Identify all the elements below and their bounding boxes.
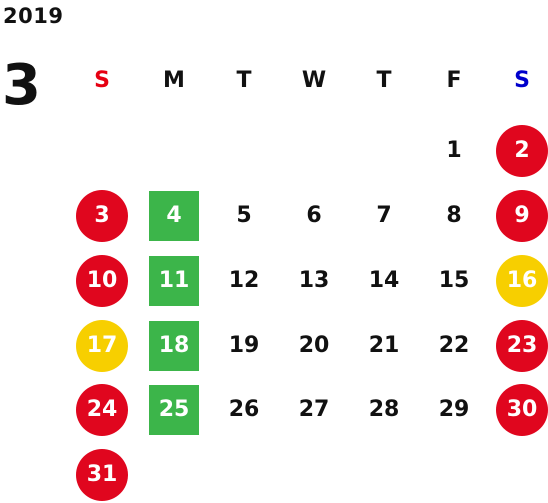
weekday-header-fri: F <box>446 68 462 93</box>
day-cell-20: 20 <box>298 333 330 358</box>
weekday-header-tue: T <box>236 68 252 93</box>
day-cell-22: 22 <box>438 333 470 358</box>
day-cell-11: 11 <box>149 256 199 306</box>
weekday-header-mon: M <box>163 68 185 93</box>
day-cell-31: 31 <box>76 449 128 501</box>
day-cell-9: 9 <box>496 190 548 242</box>
day-cell-19: 19 <box>228 333 260 358</box>
day-cell-4: 4 <box>149 191 199 241</box>
day-cell-25: 25 <box>149 385 199 435</box>
day-cell-3: 3 <box>76 190 128 242</box>
day-cell-23: 23 <box>496 320 548 372</box>
day-cell-1: 1 <box>446 138 462 163</box>
day-cell-29: 29 <box>438 397 470 422</box>
day-cell-10: 10 <box>76 255 128 307</box>
weekday-header-sat: S <box>514 68 530 93</box>
day-cell-21: 21 <box>368 333 400 358</box>
day-cell-12: 12 <box>228 268 260 293</box>
day-cell-17: 17 <box>76 320 128 372</box>
day-cell-14: 14 <box>368 268 400 293</box>
day-cell-7: 7 <box>376 203 392 228</box>
day-cell-8: 8 <box>446 203 462 228</box>
day-cell-24: 24 <box>76 384 128 436</box>
weekday-header-sun: S <box>94 68 110 93</box>
weekday-header-wed: W <box>301 68 327 93</box>
month-number: 3 <box>2 53 41 118</box>
day-cell-2: 2 <box>496 125 548 177</box>
year-label: 2019 <box>3 4 64 28</box>
day-cell-6: 6 <box>306 203 322 228</box>
day-cell-30: 30 <box>496 384 548 436</box>
day-cell-18: 18 <box>149 321 199 371</box>
day-cell-13: 13 <box>298 268 330 293</box>
day-cell-26: 26 <box>228 397 260 422</box>
day-cell-28: 28 <box>368 397 400 422</box>
day-cell-5: 5 <box>236 203 252 228</box>
weekday-header-thu: T <box>376 68 392 93</box>
day-cell-27: 27 <box>298 397 330 422</box>
day-cell-15: 15 <box>438 268 470 293</box>
day-cell-16: 16 <box>496 255 548 307</box>
